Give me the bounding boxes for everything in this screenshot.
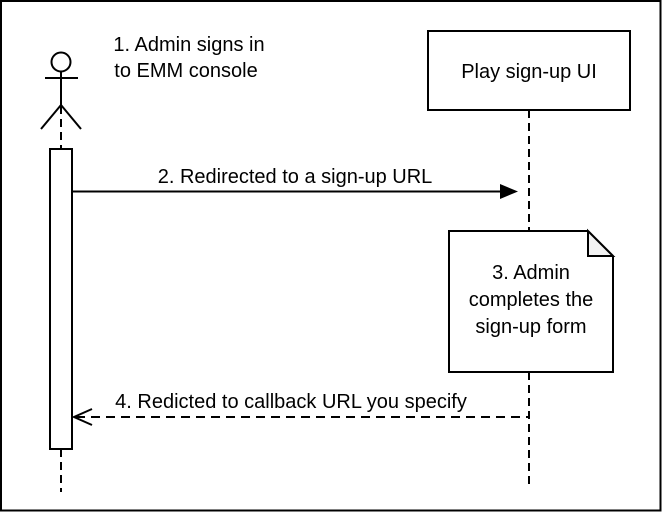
participant-label: Play sign-up UI [461, 61, 597, 83]
message-4-label: 4. Redicted to callback URL you specify [115, 391, 467, 413]
actor-leg-right [60, 104, 82, 130]
note-text-line2: completes the [469, 289, 594, 311]
note-shape [448, 230, 614, 373]
note-text-line3: sign-up form [475, 316, 586, 338]
actor-head [50, 51, 72, 73]
note-text-line1: 3. Admin [492, 262, 570, 284]
actor-leg-left [40, 104, 62, 130]
note-fold [587, 228, 616, 257]
message-2-arrowhead [500, 184, 518, 199]
message-4-arrowhead [71, 408, 93, 426]
actor [40, 51, 82, 130]
actor-activation-bar [49, 148, 73, 450]
actor-annotation-line2: to EMM console [114, 60, 257, 82]
actor-annotation-line1: 1. Admin signs in [113, 34, 264, 56]
message-2-label: 2. Redirected to a sign-up URL [158, 166, 433, 188]
participant-box [427, 30, 631, 111]
